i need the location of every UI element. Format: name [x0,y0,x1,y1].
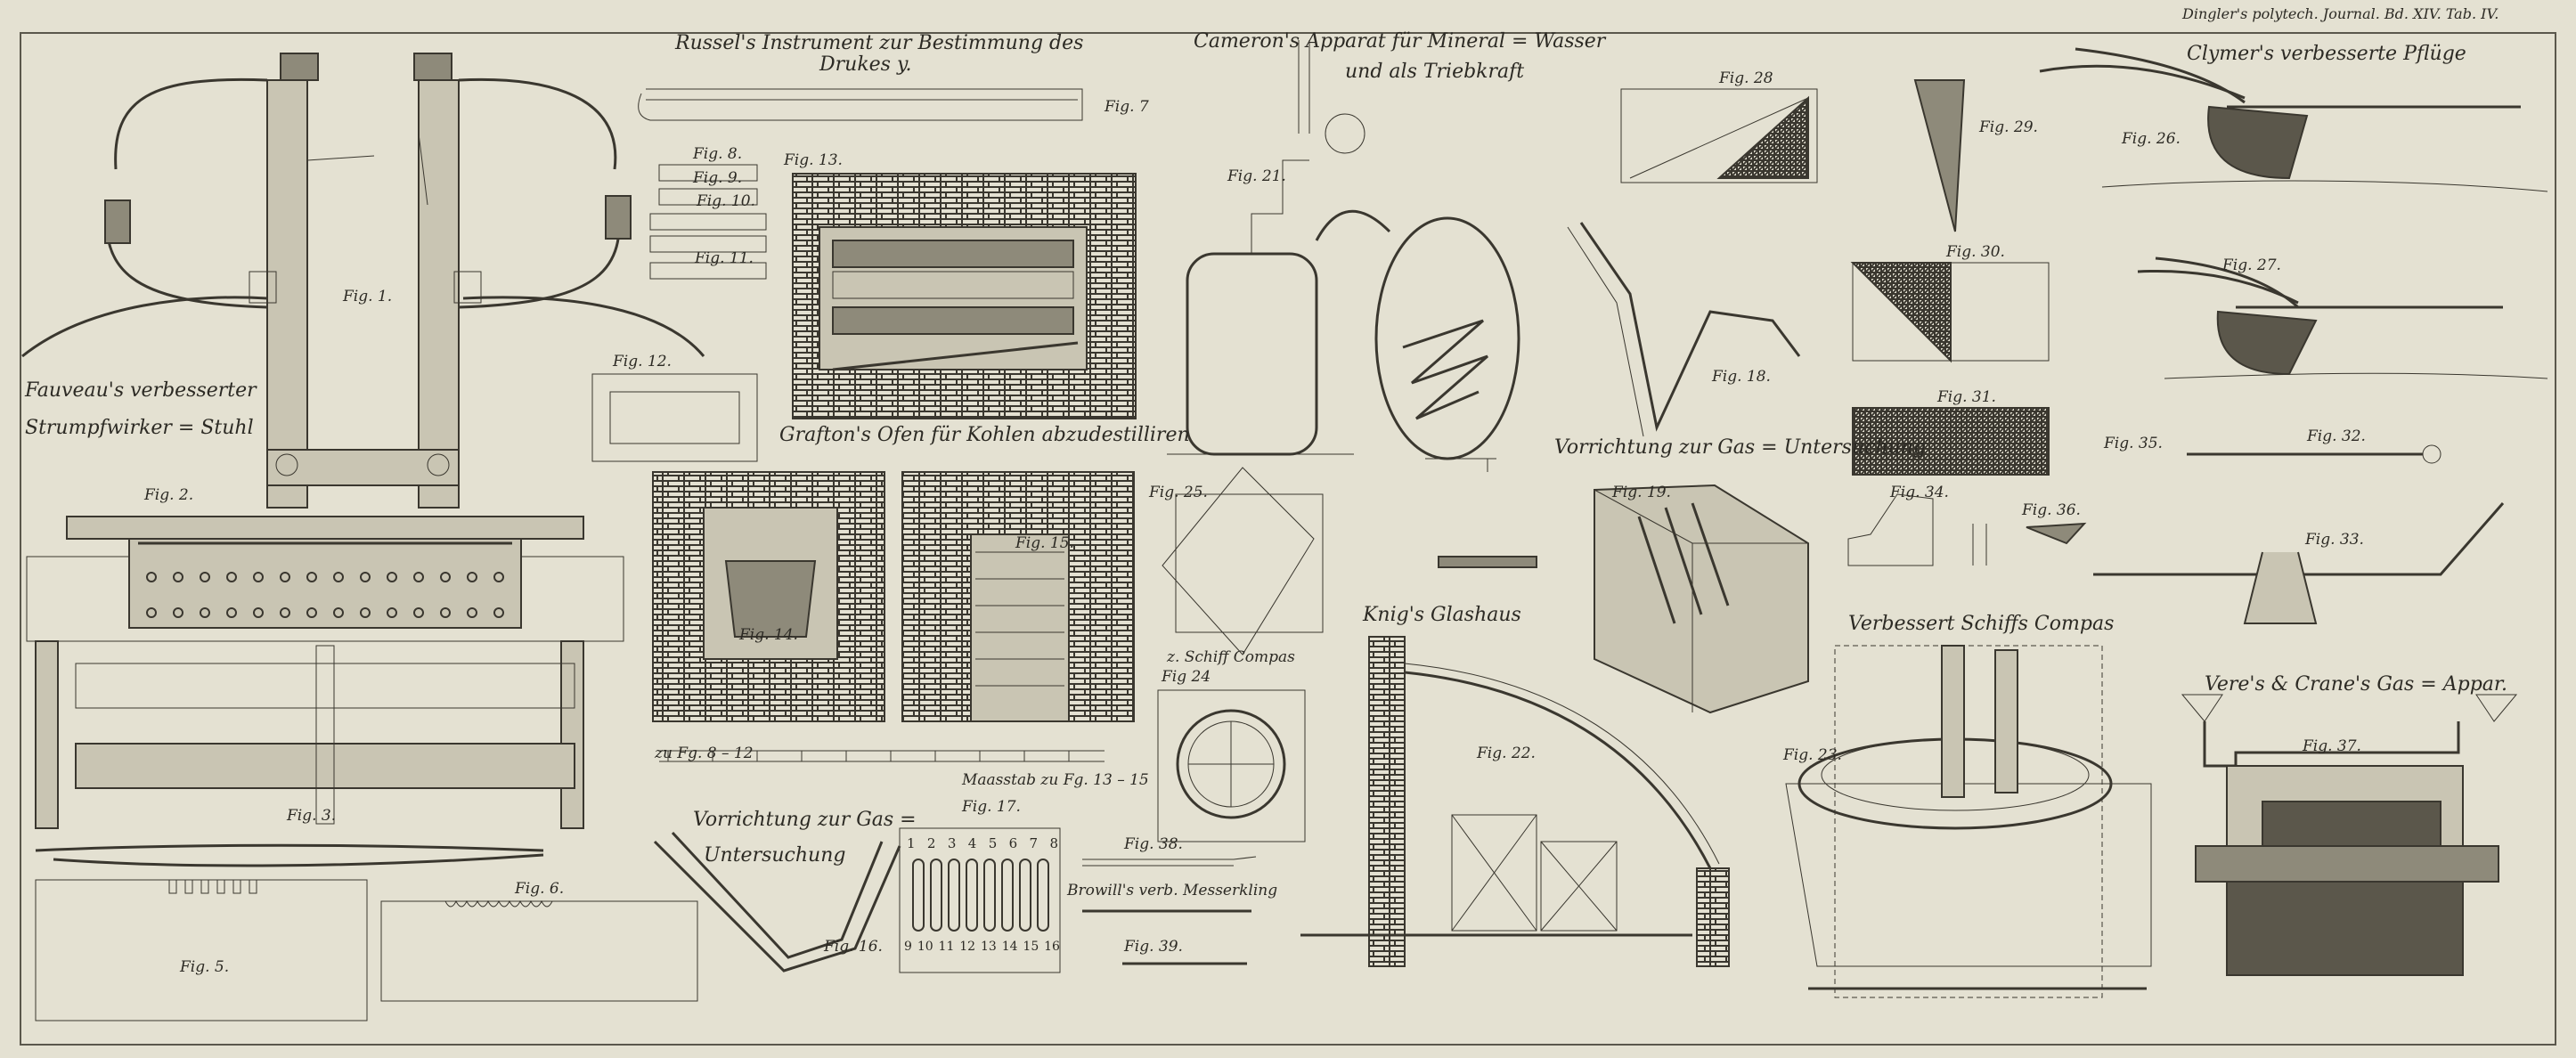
fig17-number: 8 [1049,835,1058,851]
fig-label-22: Fig. 22. [1477,745,1536,762]
fig-label-14: Fig. 14. [739,626,798,644]
fig-label-33: Fig. 33. [2305,531,2364,549]
caption-russel-2: Drukes y. [819,53,912,76]
fig-label-39: Fig. 39. [1124,938,1183,956]
caption-gas-test: Vorrichtung zur Gas = Untersuchung [1554,436,1927,459]
fig2-frame [26,516,624,829]
fig17-number: 9 [904,940,912,954]
fig21-cameron [1167,40,1520,472]
fig-label-36: Fig. 36. [2022,501,2081,519]
caption-gas-test-lower-1: Vorrichtung zur Gas = [693,809,917,831]
fig26-fig27-ploughs [2039,47,2548,379]
journal-header: Dingler's polytech. Journal. Bd. XIV. Ta… [2182,5,2499,22]
fig-label-34: Fig. 34. [1890,484,1949,501]
fig-label-11: Fig. 11. [695,249,754,267]
caption-clymer: Clymer's verbesserte Pflüge [2187,43,2466,65]
fig17-number: 7 [1029,835,1039,851]
fig-label-28: Fig. 28 [1719,69,1773,87]
fig-label-26: Fig. 26. [2122,130,2181,148]
fig-label-30: Fig. 30. [1946,243,2005,261]
fig-label-18: Fig. 18. [1712,368,1771,386]
fig-label-19: Fig. 19. [1612,484,1671,501]
fig17-number: 11 [938,940,955,954]
fig17-number: 10 [917,940,933,954]
fig17-number: 4 [967,835,977,851]
fig-label-24: Fig 24 [1162,668,1211,686]
fig17-number: 6 [1008,835,1018,851]
fig-label-10: Fig. 10. [697,192,755,210]
caption-cameron-2: und als Triebkraft [1345,61,1525,83]
fig-label-23: Fig. 23. [1783,746,1842,764]
fig17-number: 16 [1044,940,1060,954]
fig17-number: 3 [947,835,957,851]
caption-fauveau-2: Strumpfwirker = Stuhl [25,417,254,439]
fig-label-13: Fig. 13. [784,151,843,169]
fig32-fig36 [1847,444,2505,624]
fig-label-17: Fig. 17. [962,798,1021,816]
fig17-numbers-top: 1 2 3 4 5 6 7 8 [907,835,1058,851]
caption-grafton: Grafton's Ofen für Kohlen abzudestillire… [779,424,1190,446]
fig24-fig25-compass [1157,467,1324,842]
fig-label-2: Fig. 2. [144,486,194,504]
fig17-number: 12 [959,940,976,954]
fig7-fig12 [591,88,1083,462]
caption-fauveau-1: Fauveau's verbesserter [25,379,257,402]
caption-gas-test-lower-2: Untersuchung [704,844,846,867]
plate-border [20,32,2556,1046]
fig-label-6: Fig. 6. [515,880,565,898]
fig-label-15: Fig. 15. [1015,534,1074,552]
caption-browill: Browill's verb. Messerkling [1067,882,1278,899]
fig-label-1: Fig. 1. [343,288,393,305]
caption-knig: Knig's Glashaus [1363,604,1521,626]
caption-vere: Vere's & Crane's Gas = Appar. [2205,673,2507,696]
fig13-15-oven [652,173,1137,762]
caption-compass: Verbessert Schiffs Compas [1848,613,2115,635]
caption-russel-1: Russel's Instrument zur Bestimmung des [675,32,1084,54]
fig-label-25: Fig. 25. [1149,484,1208,501]
caption-ship-compass-small: z. Schiff Compas [1167,648,1295,666]
fig17-number: 2 [926,835,936,851]
fig17-number: 15 [1023,940,1039,954]
fig-label-38: Fig. 38. [1124,835,1183,853]
fig22-glasshouse [1300,556,1730,967]
caption-scale-note: zu Fg. 8 – 12 [655,745,754,762]
fig23-ship-compass [1785,645,2152,998]
fig-label-5: Fig. 5. [180,958,230,976]
fig-label-32: Fig. 32. [2307,427,2366,445]
caption-scale: Maasstab zu Fg. 13 – 15 [962,771,1149,789]
fig3-fig5-fig6 [35,843,698,1021]
fig17-number: 13 [980,940,997,954]
fig28-fig31 [1620,79,2050,476]
fig17-numbers-bottom: 9 10 11 12 13 14 15 16 [904,940,1060,954]
fig-label-27: Fig. 27. [2222,256,2281,274]
fig-label-21: Fig. 21. [1227,167,1286,185]
fig-label-35: Fig. 35. [2104,435,2163,452]
fig-label-31: Fig. 31. [1937,388,1996,406]
fig-label-8: Fig. 8. [693,145,743,163]
fig18-fig19-gastest [1567,222,1809,714]
fig38-fig39-knives [1082,856,1257,965]
fig-label-7: Fig. 7 [1105,98,1149,116]
fig-label-16: Fig. 16. [824,938,883,956]
fig-label-9: Fig. 9. [693,169,743,187]
fig-label-37: Fig. 37. [2303,737,2361,755]
fig17-number: 1 [907,835,916,851]
fig-label-29: Fig. 29. [1979,118,2038,136]
fig1-stocking-frame [21,53,705,509]
caption-cameron-1: Cameron's Apparat für Mineral = Wasser [1194,30,1606,53]
fig17-number: 5 [988,835,998,851]
fig37-gas-apparatus [2181,694,2518,976]
fig17-number: 14 [1001,940,1018,954]
fig-label-3: Fig. 3. [287,807,337,825]
fig16-fig17 [653,827,1061,973]
fig-label-12: Fig. 12. [613,353,672,370]
